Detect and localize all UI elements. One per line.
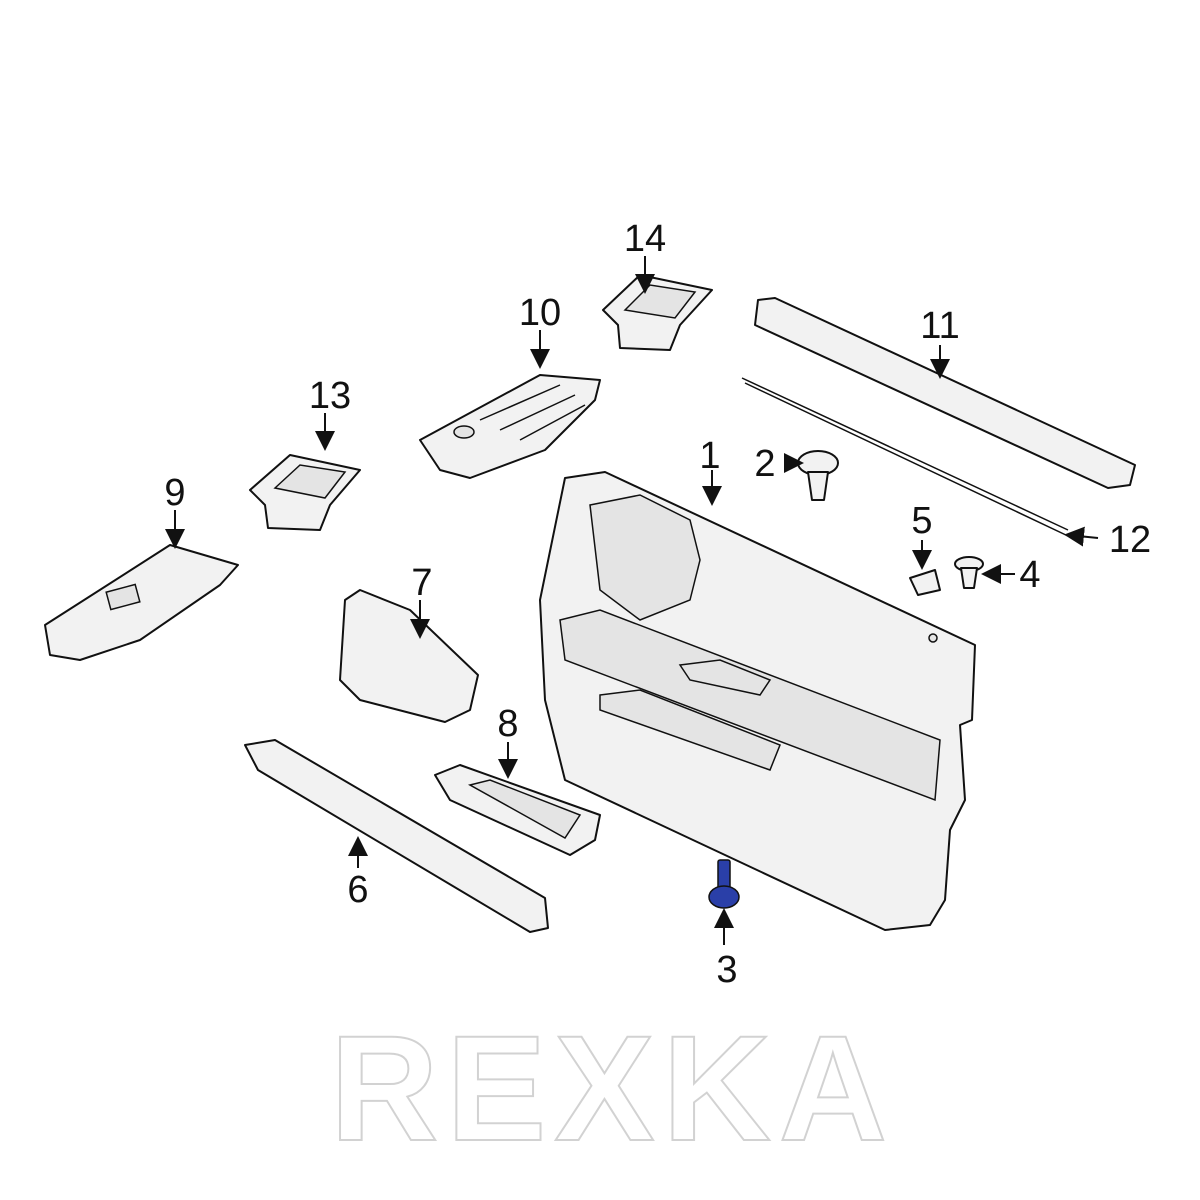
part-8-handle-bezel	[434, 764, 601, 856]
callout-1: 1	[699, 435, 720, 477]
part-4-screw	[954, 556, 984, 589]
callout-4: 4	[1019, 554, 1040, 596]
part-3-bolt	[708, 859, 740, 909]
callout-3: 3	[716, 949, 737, 991]
part-13-switch-housing	[249, 454, 361, 531]
callout-7: 7	[411, 562, 432, 604]
callout-11: 11	[920, 305, 959, 347]
callout-2: 2	[754, 443, 775, 485]
callout-8: 8	[497, 703, 518, 745]
part-6-trim-strip	[244, 739, 549, 933]
part-10-window-switch	[419, 374, 601, 479]
callout-13: 13	[309, 375, 351, 417]
callout-6: 6	[347, 869, 368, 911]
part-12-seal-strip	[741, 377, 1069, 537]
watermark: REXKA	[330, 1004, 895, 1172]
callout-arrows	[165, 256, 1099, 945]
part-5-clip	[909, 569, 941, 596]
callout-10: 10	[519, 292, 561, 334]
callout-5: 5	[911, 500, 932, 542]
part-1-door-trim-panel	[539, 471, 976, 931]
callout-14: 14	[624, 218, 666, 260]
part-2-clip	[797, 450, 839, 501]
part-9-switch-panel	[44, 544, 239, 661]
part-14-switch-housing	[602, 274, 713, 351]
part-11-rail	[754, 297, 1136, 489]
part-7-cover	[339, 589, 479, 723]
callout-9: 9	[164, 472, 185, 514]
callout-12: 12	[1109, 519, 1151, 561]
